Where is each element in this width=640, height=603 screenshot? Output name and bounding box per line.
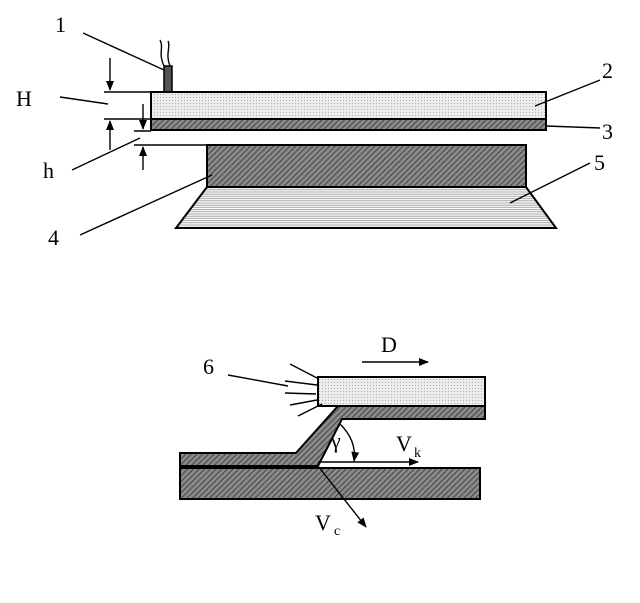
label-1: 1 xyxy=(55,12,66,37)
leader-1 xyxy=(82,32,165,71)
leader-4 xyxy=(79,174,213,236)
label-H: H xyxy=(16,86,32,111)
collision-detail: 6 D γ V k V c xyxy=(179,332,486,539)
label-h: h xyxy=(43,158,54,183)
leader-5 xyxy=(509,162,591,204)
detonation-rays xyxy=(284,363,323,417)
flyer-plate xyxy=(150,91,547,120)
top-assembly: 1 2 3 4 5 H h xyxy=(16,12,613,250)
label-Vc-sub: c xyxy=(334,524,340,539)
leader-6 xyxy=(227,374,289,387)
label-5: 5 xyxy=(594,150,605,175)
label-gamma: γ xyxy=(330,428,341,453)
label-4: 4 xyxy=(48,225,59,250)
label-Vk: V xyxy=(396,431,412,456)
detonator xyxy=(159,39,173,93)
label-3: 3 xyxy=(602,119,613,144)
dimension-h xyxy=(71,104,207,171)
leader-2 xyxy=(534,79,601,107)
bottom-base-plate xyxy=(179,467,481,500)
anvil xyxy=(173,186,558,229)
explosive-charge xyxy=(317,376,486,407)
leader-3 xyxy=(545,125,601,129)
label-6: 6 xyxy=(203,354,214,379)
base-plate xyxy=(206,144,527,188)
label-Vk-sub: k xyxy=(414,446,421,461)
label-D: D xyxy=(381,332,397,357)
dimension-H xyxy=(59,58,151,150)
arrow-Vc xyxy=(317,465,367,528)
label-2: 2 xyxy=(602,58,613,83)
explosive-layer xyxy=(150,118,547,131)
angle-gamma-arc xyxy=(338,422,360,462)
label-Vc: V xyxy=(315,510,331,535)
